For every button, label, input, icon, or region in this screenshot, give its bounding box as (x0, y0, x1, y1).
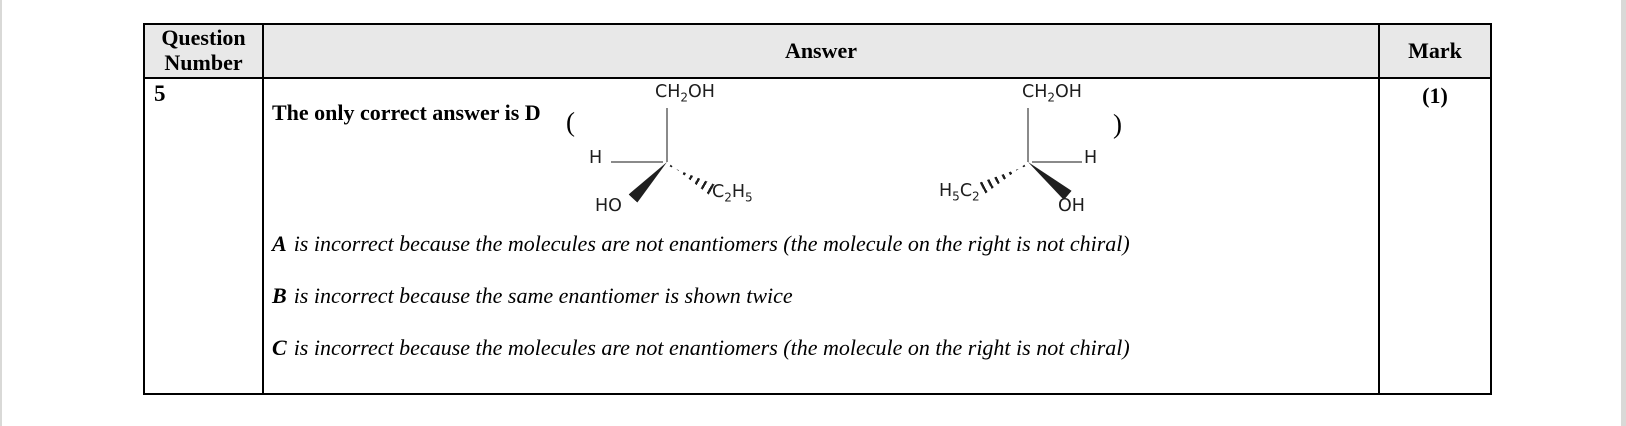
mark-scheme-table: Question Number Answer Mark 5 The only c… (143, 23, 1492, 395)
header-answer: Answer (264, 25, 1380, 79)
label-part: C (712, 182, 725, 202)
option-text: is incorrect because the same enantiomer… (293, 283, 793, 308)
subscript: 5 (952, 189, 960, 204)
atom-label-ho: HO (595, 196, 622, 216)
label-part: OH (1055, 82, 1082, 102)
atom-label-h-left: H (589, 148, 603, 168)
subscript: 2 (1047, 90, 1056, 105)
header-question-number: Question Number (145, 25, 264, 79)
page-edge-right (1621, 0, 1626, 426)
option-text: is incorrect because the molecules are n… (293, 335, 1130, 360)
vertical-bond (666, 108, 668, 162)
label-part: OH (688, 82, 715, 102)
option-letter: C (272, 335, 287, 360)
atom-label-ch2oh-left: CH2OH (655, 82, 715, 105)
atom-label-oh: OH (1058, 196, 1085, 216)
close-paren: ) (1113, 109, 1122, 139)
hash-wedge-bond (978, 160, 1028, 195)
subscript: 2 (724, 190, 732, 205)
option-letter: A (272, 231, 287, 256)
atom-label-ch2oh-right: CH2OH (1022, 82, 1082, 105)
atom-label-c2h5: C2H5 (712, 182, 753, 205)
horizontal-bond (611, 161, 663, 163)
mark-cell: (1) (1422, 83, 1448, 108)
header-mark: Mark (1380, 25, 1490, 79)
wedge-bond (1024, 157, 1072, 200)
label-part: CH (655, 82, 681, 102)
open-paren: ( (566, 107, 575, 137)
atom-label-h-right: H (1084, 148, 1098, 168)
horizontal-bond (1032, 161, 1082, 163)
subscript: 2 (972, 189, 980, 204)
page-edge-left (0, 0, 2, 426)
subscript: 2 (680, 90, 689, 105)
question-number-cell: 5 (145, 79, 264, 393)
wedge-bond (629, 158, 672, 203)
molecule-left: CH2OH H HO C2H5 (566, 79, 781, 229)
label-part: H (939, 181, 953, 201)
option-text: is incorrect because the molecules are n… (293, 231, 1130, 256)
vertical-bond (1027, 108, 1029, 162)
label-part: CH (1022, 82, 1048, 102)
subscript: 5 (745, 190, 753, 205)
answer-intro-text: The only correct answer is D (272, 100, 541, 125)
molecule-right: CH2OH H OH H5C2 (932, 79, 1147, 229)
label-part: H (731, 182, 746, 202)
label-part: C (959, 181, 973, 201)
atom-label-h5c2: H5C2 (939, 181, 980, 204)
answer-cell: The only correct answer is D ( ) CH2OH H… (264, 79, 1380, 393)
option-letter: B (272, 283, 287, 308)
